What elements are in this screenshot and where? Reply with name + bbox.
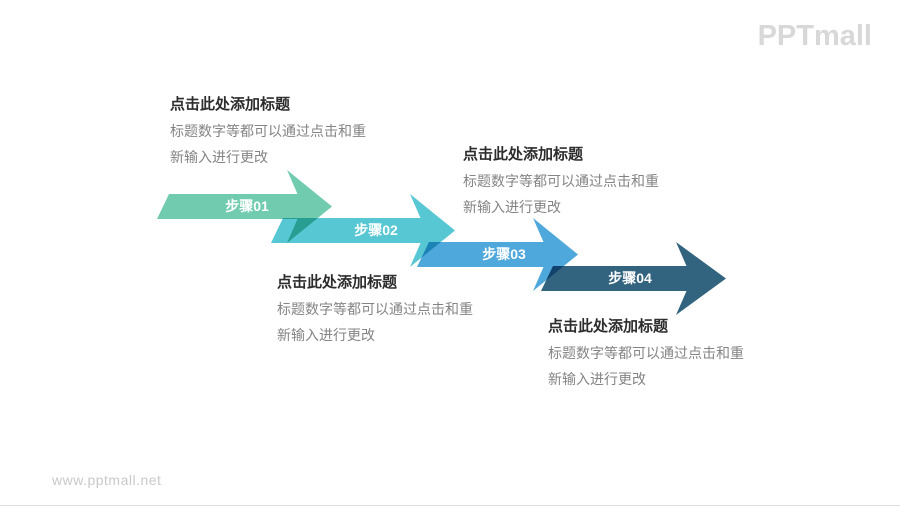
placeholder-title-1[interactable]: 点击此处添加标题 — [170, 96, 291, 113]
body-line: 新输入进行更改 — [548, 371, 646, 387]
step-label-3: 步骤03 — [482, 246, 526, 262]
watermark: www.pptmall.net — [52, 472, 162, 488]
step-arrow-3[interactable] — [417, 218, 578, 291]
placeholder-title-4[interactable]: 点击此处添加标题 — [548, 318, 669, 335]
step-label-2: 步骤02 — [354, 222, 398, 238]
body-line: 标题数字等都可以通过点击和重 — [277, 301, 473, 317]
placeholder-body-3[interactable]: 标题数字等都可以通过点击和重 新输入进行更改 — [277, 296, 473, 348]
body-line: 新输入进行更改 — [277, 327, 375, 343]
placeholder-body-4[interactable]: 标题数字等都可以通过点击和重 新输入进行更改 — [548, 340, 744, 392]
step-label-1: 步骤01 — [225, 198, 269, 214]
placeholder-body-2[interactable]: 标题数字等都可以通过点击和重 新输入进行更改 — [463, 168, 659, 220]
step-arrow-1[interactable] — [157, 170, 332, 243]
step-label-4: 步骤04 — [608, 270, 652, 286]
text-block-3[interactable]: 点击此处添加标题 标题数字等都可以通过点击和重 新输入进行更改 — [277, 273, 473, 348]
placeholder-title-3[interactable]: 点击此处添加标题 — [277, 274, 398, 291]
pptmall-logo: PPTmall — [757, 20, 872, 52]
text-block-2[interactable]: 点击此处添加标题 标题数字等都可以通过点击和重 新输入进行更改 — [463, 145, 659, 220]
text-block-1[interactable]: 点击此处添加标题 标题数字等都可以通过点击和重 新输入进行更改 — [170, 95, 366, 170]
body-line: 标题数字等都可以通过点击和重 — [463, 173, 659, 189]
body-line: 标题数字等都可以通过点击和重 — [548, 345, 744, 361]
text-block-4[interactable]: 点击此处添加标题 标题数字等都可以通过点击和重 新输入进行更改 — [548, 317, 744, 392]
placeholder-title-2[interactable]: 点击此处添加标题 — [463, 146, 584, 163]
body-line: 新输入进行更改 — [170, 149, 268, 165]
step-arrow-2[interactable] — [271, 194, 455, 267]
body-line: 标题数字等都可以通过点击和重 — [170, 123, 366, 139]
step-arrow-4[interactable] — [541, 242, 726, 315]
placeholder-body-1[interactable]: 标题数字等都可以通过点击和重 新输入进行更改 — [170, 118, 366, 170]
body-line: 新输入进行更改 — [463, 199, 561, 215]
